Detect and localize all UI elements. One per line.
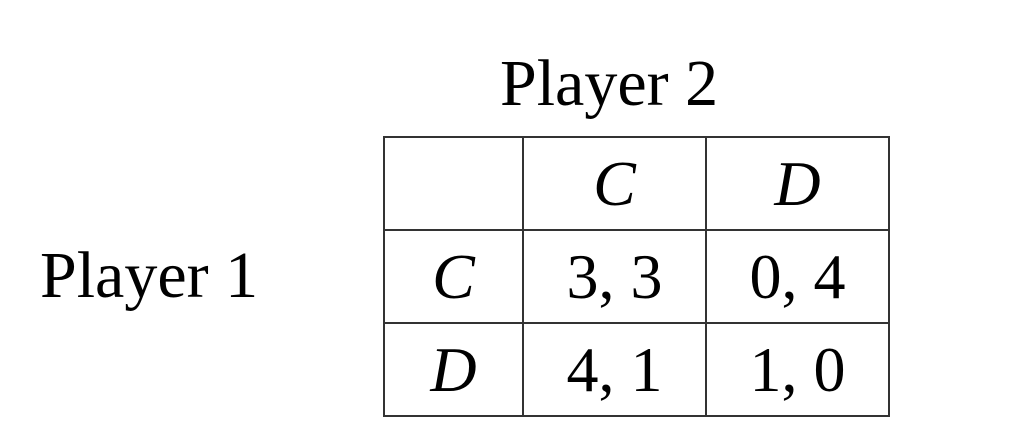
- row-header: C: [383, 229, 524, 324]
- column-player-label: Player 2: [500, 47, 719, 120]
- payoff-cell: 3, 3: [522, 229, 707, 324]
- row-player-label: Player 1: [40, 239, 259, 312]
- table-row: D 4, 1 1, 0: [383, 322, 890, 417]
- payoff-matrix: C D C 3, 3 0, 4 D 4, 1 1, 0: [383, 136, 890, 417]
- payoff-cell: 1, 0: [705, 322, 890, 417]
- header-row: C D: [383, 136, 890, 231]
- column-header: D: [705, 136, 890, 231]
- payoff-cell: 4, 1: [522, 322, 707, 417]
- corner-cell: [383, 136, 524, 231]
- row-header: D: [383, 322, 524, 417]
- payoff-cell: 0, 4: [705, 229, 890, 324]
- column-header: C: [522, 136, 707, 231]
- table-row: C 3, 3 0, 4: [383, 229, 890, 324]
